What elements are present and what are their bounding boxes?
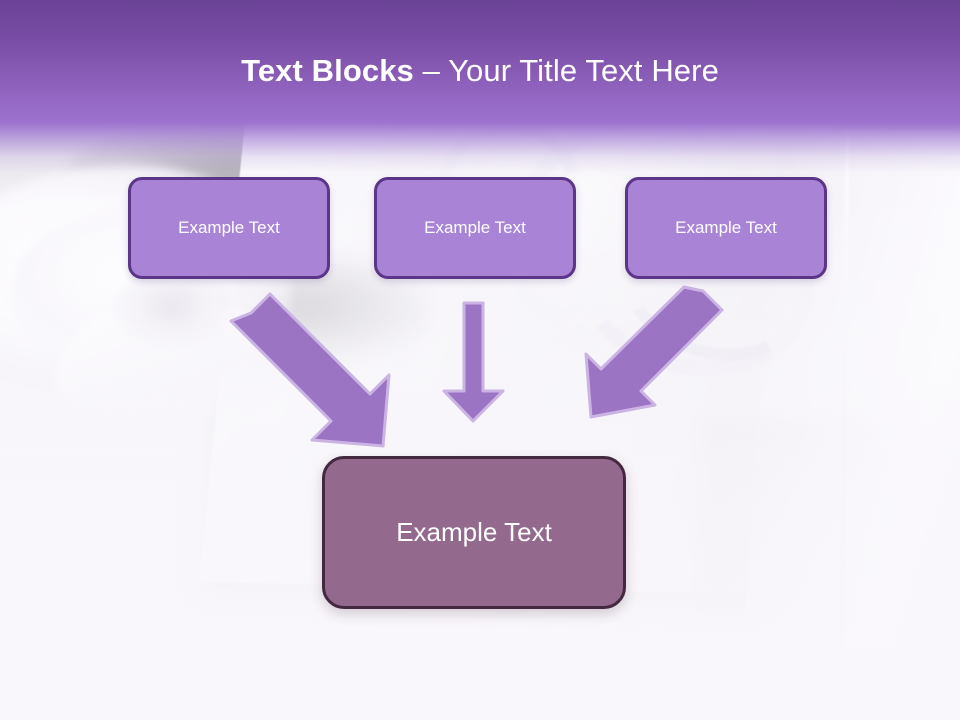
text-block-2-label: Example Text <box>424 218 526 237</box>
result-text-block-label: Example Text <box>396 517 552 547</box>
title-banner-fade <box>0 122 960 178</box>
text-block-1-label: Example Text <box>178 218 280 237</box>
text-block-2[interactable]: Example Text <box>374 177 576 279</box>
text-block-3[interactable]: Example Text <box>625 177 827 279</box>
result-text-block[interactable]: Example Text <box>322 456 626 609</box>
text-block-1[interactable]: Example Text <box>128 177 330 279</box>
title-banner <box>0 0 960 122</box>
page-title-regular: – Your Title Text Here <box>422 53 719 88</box>
text-block-3-label: Example Text <box>675 218 777 237</box>
page-title-bold: Text Blocks <box>241 53 414 88</box>
page-title: Text Blocks – Your Title Text Here <box>0 52 960 90</box>
